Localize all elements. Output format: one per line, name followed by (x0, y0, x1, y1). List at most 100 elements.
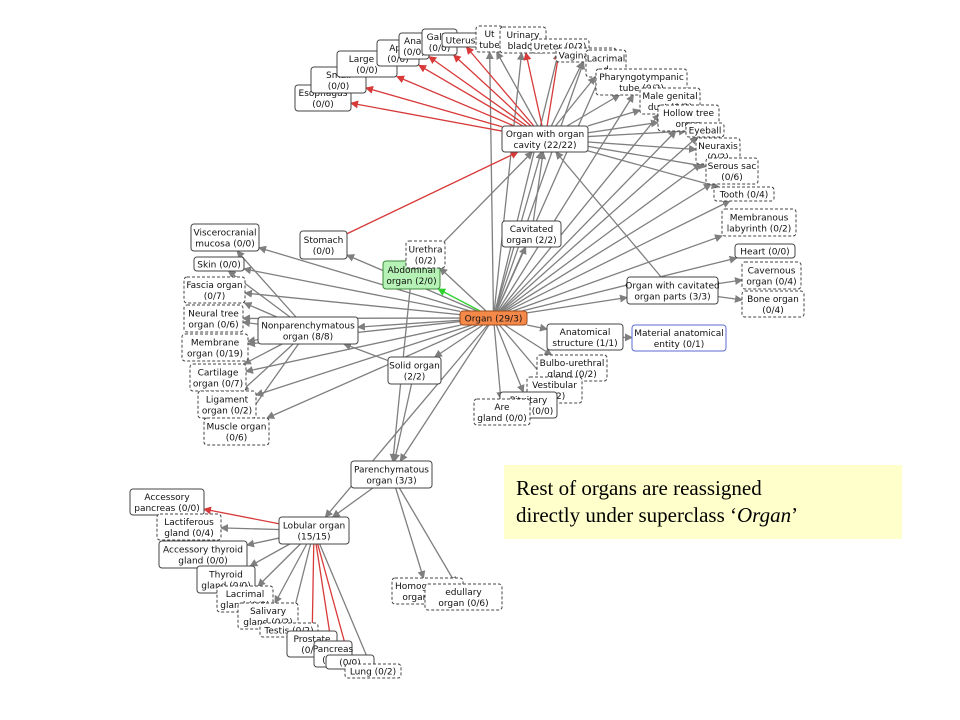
node-label: Lung (0/2) (350, 668, 396, 678)
edge-organ-to-membranous (512, 234, 723, 312)
edge-lobular-to-salivary (274, 543, 308, 604)
node-label: Heart (0/0) (740, 248, 789, 258)
node-label: Urinary (506, 31, 540, 41)
node-bone[interactable]: Bone organ(0/4) (741, 290, 805, 318)
edge-organ-to-ut2 (485, 51, 495, 312)
edge-cavity-to-neuraxis (587, 141, 697, 153)
node-label: (0/0) (328, 82, 350, 92)
node-box (459, 310, 528, 326)
edge-organ-to-viscero (258, 245, 471, 312)
node-label: edullary (445, 588, 482, 598)
node-label: Solid organ (389, 362, 440, 372)
node-fascia[interactable]: Fascia organ(0/7) (183, 276, 246, 304)
edge-nonparen-to-ligament (241, 343, 294, 392)
node-heart[interactable]: Heart (0/0) (734, 243, 796, 259)
edge-lobular-to-lung (319, 543, 372, 665)
node-label: Accessory (144, 493, 190, 503)
node-label: Organ with cavitated (625, 282, 720, 292)
edge-nonparen-to-neural (242, 319, 259, 328)
node-label: Thyroid (208, 571, 243, 581)
node-box (501, 220, 562, 248)
edge-organ-to-cavparts (526, 294, 628, 314)
note-line-2-suffix: ’ (791, 503, 799, 527)
node-serous[interactable]: Serous sac(0/6) (705, 157, 759, 185)
node-box (156, 513, 222, 541)
edge-nonparen-to-viscero (236, 250, 297, 318)
node-box (183, 304, 244, 333)
node-label: organ (3/3) (366, 477, 416, 487)
node-box (734, 243, 796, 259)
node-uterus[interactable]: Uterus (441, 32, 480, 48)
node-label: entity (0/1) (654, 340, 705, 350)
node-label: bladde (508, 42, 539, 52)
node-label: Abdominal (387, 266, 435, 276)
edge-organ-to-hollow (499, 130, 677, 312)
node-label: Skin (0/0) (197, 261, 241, 271)
node-label: organ (0/6) (438, 599, 488, 609)
node-box (190, 223, 260, 252)
edges-layer (203, 46, 743, 665)
node-urethra[interactable]: Urethra(0/2) (405, 240, 446, 269)
node-label: Lactiferous (164, 518, 214, 528)
node-label: Material anatomical (634, 329, 723, 339)
node-box (344, 663, 402, 679)
edge-lobular-to-lacrimal2 (257, 543, 301, 587)
node-lobular[interactable]: Lobular organ(15/15) (278, 516, 350, 545)
edge-cavity-to-pharyngo (566, 94, 621, 127)
node-lung[interactable]: Lung (0/2) (344, 663, 402, 679)
node-label: mucosa (0/0) (195, 240, 255, 250)
edge-cavity-to-anal (428, 56, 528, 127)
node-label: organ (0/4) (746, 278, 796, 288)
node-skin[interactable]: Skin (0/0) (193, 256, 245, 272)
edge-paren-to-homog (395, 487, 426, 579)
node-muscle[interactable]: Muscle organ(0/6) (203, 417, 270, 446)
node-organ[interactable]: Organ (29/3) (459, 310, 528, 326)
node-tooth[interactable]: Tooth (0/4) (713, 186, 775, 202)
edge-lobular-to-thyroid (249, 543, 291, 567)
edge-solid-to-nonparen (343, 342, 389, 362)
node-label: Bulbo-urethral (540, 359, 605, 369)
edge-nonparen-to-cartilage (242, 343, 283, 365)
node-label: Male genital (642, 92, 697, 102)
node-stomach[interactable]: Stomach(0/0) (299, 230, 348, 260)
edge-cavitated-to-cavity (532, 151, 547, 222)
node-box (631, 324, 727, 352)
edge-cavity-to-ureter (546, 52, 562, 127)
node-label: (0/0) (312, 100, 334, 110)
node-box (713, 186, 775, 202)
node-label: (0/6) (721, 173, 743, 183)
node-solid[interactable]: Solid organ(2/2) (387, 356, 442, 385)
node-label: Parenchymatous (354, 466, 429, 476)
node-box (387, 356, 442, 385)
edge-lobular-to-liver (317, 543, 351, 656)
node-label: organ (2/0) (386, 277, 436, 287)
node-label: organ (0/2) (202, 407, 252, 417)
node-eyeball[interactable]: Eyeball (685, 122, 725, 138)
node-label: Neural tree (188, 310, 239, 320)
edge-cavity-to-hollow (587, 119, 659, 134)
node-label: Tooth (0/4) (719, 191, 769, 201)
node-label: gland (0/0) (477, 414, 527, 424)
node-label: Ut (484, 30, 495, 40)
